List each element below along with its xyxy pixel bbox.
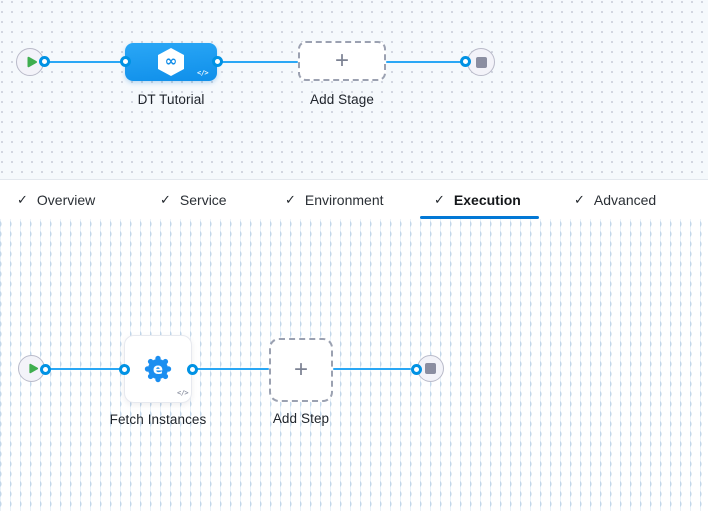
tab-label: Overview — [36, 192, 96, 208]
play-icon — [28, 363, 39, 374]
check-icon: ✓ — [160, 192, 171, 208]
pipeline-end-node[interactable] — [467, 48, 495, 76]
tab-advanced[interactable]: ✓ Advanced — [574, 180, 656, 220]
active-tab-underline — [420, 216, 539, 219]
check-icon: ✓ — [434, 192, 445, 208]
connector-edge — [45, 367, 124, 371]
connector-edge — [192, 367, 269, 371]
tab-label: Service — [179, 192, 227, 208]
tab-label: Advanced — [593, 192, 657, 208]
tab-label: Environment — [304, 192, 384, 208]
code-icon[interactable]: </> — [197, 69, 209, 77]
play-icon — [26, 56, 38, 68]
tab-overview[interactable]: ✓ Overview — [17, 180, 95, 220]
plus-icon: + — [334, 47, 349, 74]
connector-port — [40, 363, 51, 375]
fetch-instances-gear-icon: e — [143, 354, 173, 384]
tab-service[interactable]: ✓ Service — [160, 180, 227, 220]
connector-port — [119, 56, 131, 67]
add-stage-button[interactable]: + — [298, 41, 386, 81]
connector-edge — [218, 60, 298, 63]
execution-end-node[interactable] — [417, 355, 444, 382]
add-step-button[interactable]: + — [269, 338, 333, 402]
svg-text:e: e — [153, 360, 163, 378]
check-icon: ✓ — [574, 192, 585, 208]
tab-environment[interactable]: ✓ Environment — [285, 180, 384, 220]
execution-canvas[interactable]: e </> + Fetch Instances Add Step — [0, 219, 708, 511]
connector-port — [186, 363, 198, 375]
step-node-label[interactable]: Fetch Instances — [109, 412, 207, 427]
connector-port — [211, 56, 223, 67]
tab-label: Execution — [453, 192, 521, 208]
connector-edge — [44, 60, 126, 63]
stage-node-dt-tutorial[interactable]: ∞ — [125, 43, 217, 81]
stage-canvas[interactable]: ∞ </> + DT Tutorial Add Stage — [0, 0, 708, 179]
connector-port — [39, 56, 50, 67]
connector-edge — [333, 367, 411, 371]
infinity-icon: ∞ — [164, 52, 178, 70]
connector-port — [118, 363, 130, 375]
stop-icon — [475, 56, 487, 68]
code-icon[interactable]: </> — [177, 389, 189, 397]
connector-edge — [386, 60, 462, 63]
stop-icon — [425, 363, 436, 374]
tab-execution[interactable]: ✓ Execution — [434, 180, 521, 220]
check-icon: ✓ — [285, 192, 296, 208]
connector-port — [410, 363, 422, 375]
add-stage-label[interactable]: Add Stage — [310, 92, 374, 107]
stage-config-tabbar: ✓ Overview ✓ Service ✓ Environment ✓ Exe… — [0, 179, 708, 219]
connector-port — [460, 56, 471, 67]
stage-node-label[interactable]: DT Tutorial — [137, 92, 205, 107]
plus-icon: + — [293, 356, 308, 383]
check-icon: ✓ — [17, 192, 28, 208]
pipeline-hexagon-icon: ∞ — [158, 48, 184, 76]
add-step-label[interactable]: Add Step — [272, 411, 330, 426]
